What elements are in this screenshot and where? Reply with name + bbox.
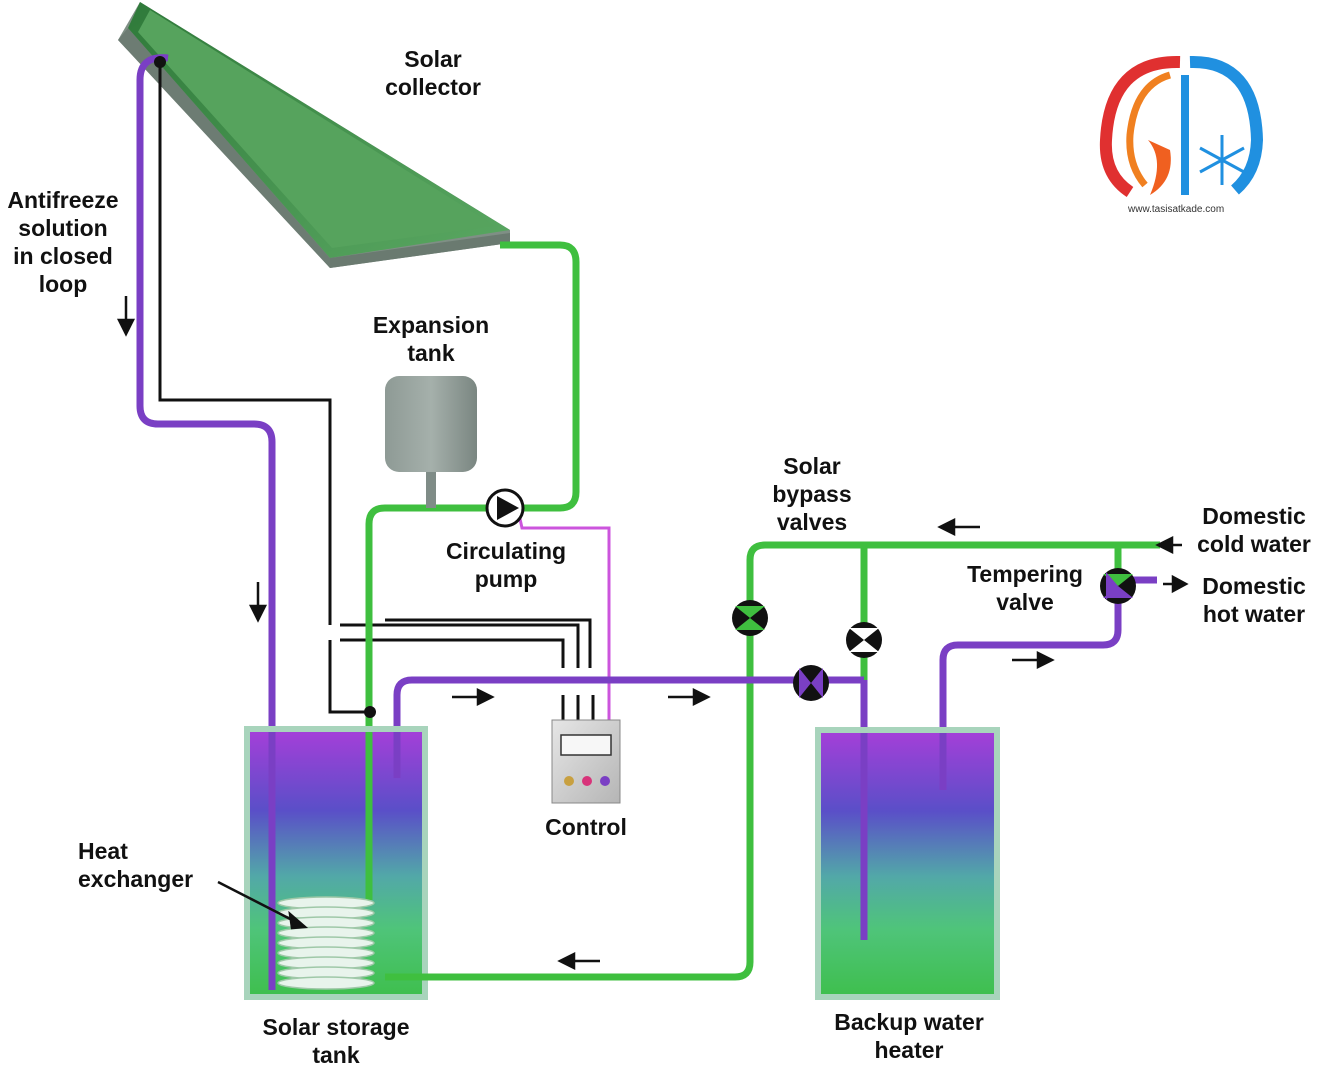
arrow-left-top <box>937 517 980 537</box>
circulating-pump <box>485 488 525 528</box>
heat-exchanger-coil <box>277 896 375 990</box>
control-wires <box>158 62 595 720</box>
arrow-down-2 <box>248 582 268 623</box>
arrow-right-2 <box>668 687 711 707</box>
arrow-down-1 <box>116 296 136 337</box>
solar-collector <box>118 2 510 268</box>
water-pipes <box>365 241 1160 981</box>
tank-sensor <box>364 706 376 718</box>
arrow-left-bottom <box>557 951 600 971</box>
snowflake-icon <box>1199 135 1245 185</box>
arrow-cold-in <box>1155 535 1182 555</box>
expansion-tank <box>385 376 477 508</box>
backup-water-heater <box>815 727 1000 1000</box>
collector-sensor <box>154 56 166 68</box>
arrow-right-1 <box>452 687 495 707</box>
controller-box <box>551 719 621 804</box>
label-control: Control <box>545 814 627 840</box>
antifreeze-loop <box>136 54 276 990</box>
arrow-hot-out <box>1163 574 1189 594</box>
bypass-valve-white <box>846 622 882 658</box>
tempering-valve <box>1100 568 1136 604</box>
brand-logo <box>1099 55 1264 198</box>
arrow-right-3 <box>1012 650 1055 670</box>
bypass-valve-purple <box>793 665 829 701</box>
heat-exchanger-pointer <box>217 880 299 925</box>
logo-url: www.tasisatkade.com <box>1128 204 1225 215</box>
flow-arrows <box>116 296 1189 971</box>
bypass-valve-green <box>732 600 768 636</box>
hot-water-pipes <box>393 576 1157 940</box>
